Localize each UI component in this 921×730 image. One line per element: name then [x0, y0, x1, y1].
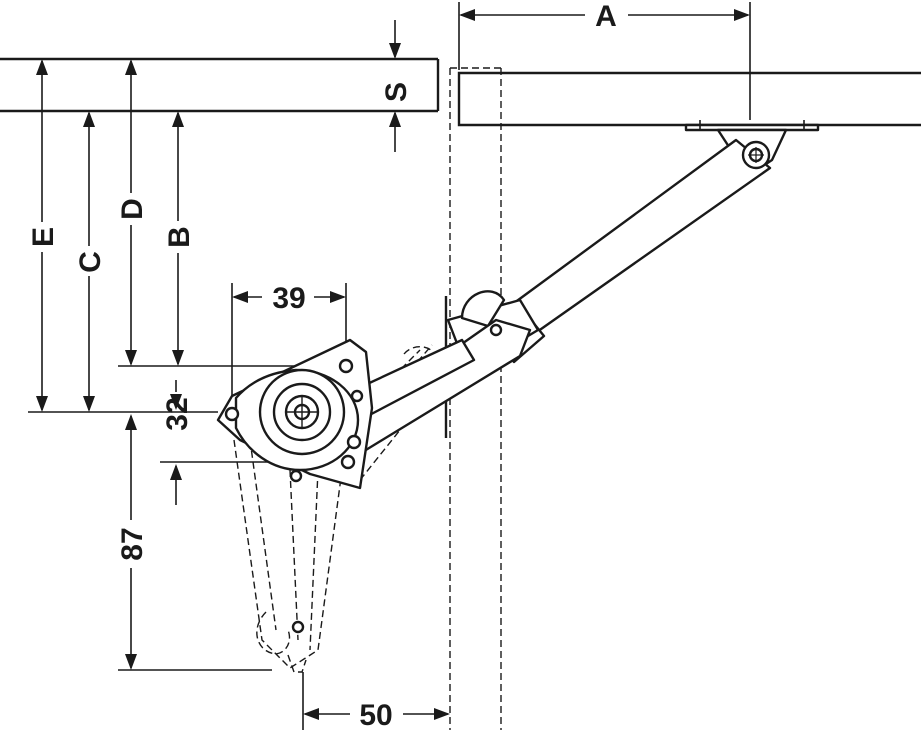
dimension-s: S — [380, 20, 413, 152]
ghost-pivot-icon — [291, 620, 305, 634]
dimension-b-label: B — [163, 226, 196, 248]
screw-hole-icon — [338, 358, 354, 374]
dimension-39: 39 — [232, 282, 346, 315]
dimension-b: B — [163, 111, 196, 366]
screw-holes — [224, 323, 503, 470]
dimension-87-label: 87 — [116, 527, 149, 560]
screw-hole-icon — [224, 406, 240, 422]
dimension-39-label: 39 — [272, 282, 305, 315]
dimension-e: E — [27, 59, 60, 412]
dimension-a-label: A — [595, 0, 617, 33]
extension-lines — [28, 283, 350, 730]
upper-pivot-icon — [741, 140, 771, 170]
dimension-87: 87 — [116, 414, 149, 670]
ghost-pivot-icon — [289, 469, 303, 483]
dimension-s-label: S — [380, 82, 413, 102]
bumper-lobe — [460, 290, 506, 328]
dimension-d-label: D — [116, 198, 149, 220]
pivot-hub-icon — [258, 368, 346, 456]
cabinet-top-panel — [0, 57, 440, 113]
dimension-32-label: 32 — [161, 397, 194, 430]
dimension-50: 50 — [303, 699, 450, 730]
dimension-c-label: C — [74, 251, 107, 273]
dimension-e-label: E — [27, 227, 60, 247]
dimension-32: 32 — [161, 380, 194, 505]
side-panel-dashed — [449, 67, 502, 730]
dimension-50-label: 50 — [359, 699, 392, 730]
lid-panel — [457, 71, 921, 127]
screw-hole-icon — [346, 434, 362, 450]
dimension-a: A — [458, 0, 751, 120]
dimension-c: C — [74, 111, 107, 412]
screw-hole-icon — [340, 454, 356, 470]
dimension-d: D — [116, 59, 149, 366]
screw-hole-icon — [350, 389, 364, 403]
screw-hole-icon — [489, 323, 503, 337]
